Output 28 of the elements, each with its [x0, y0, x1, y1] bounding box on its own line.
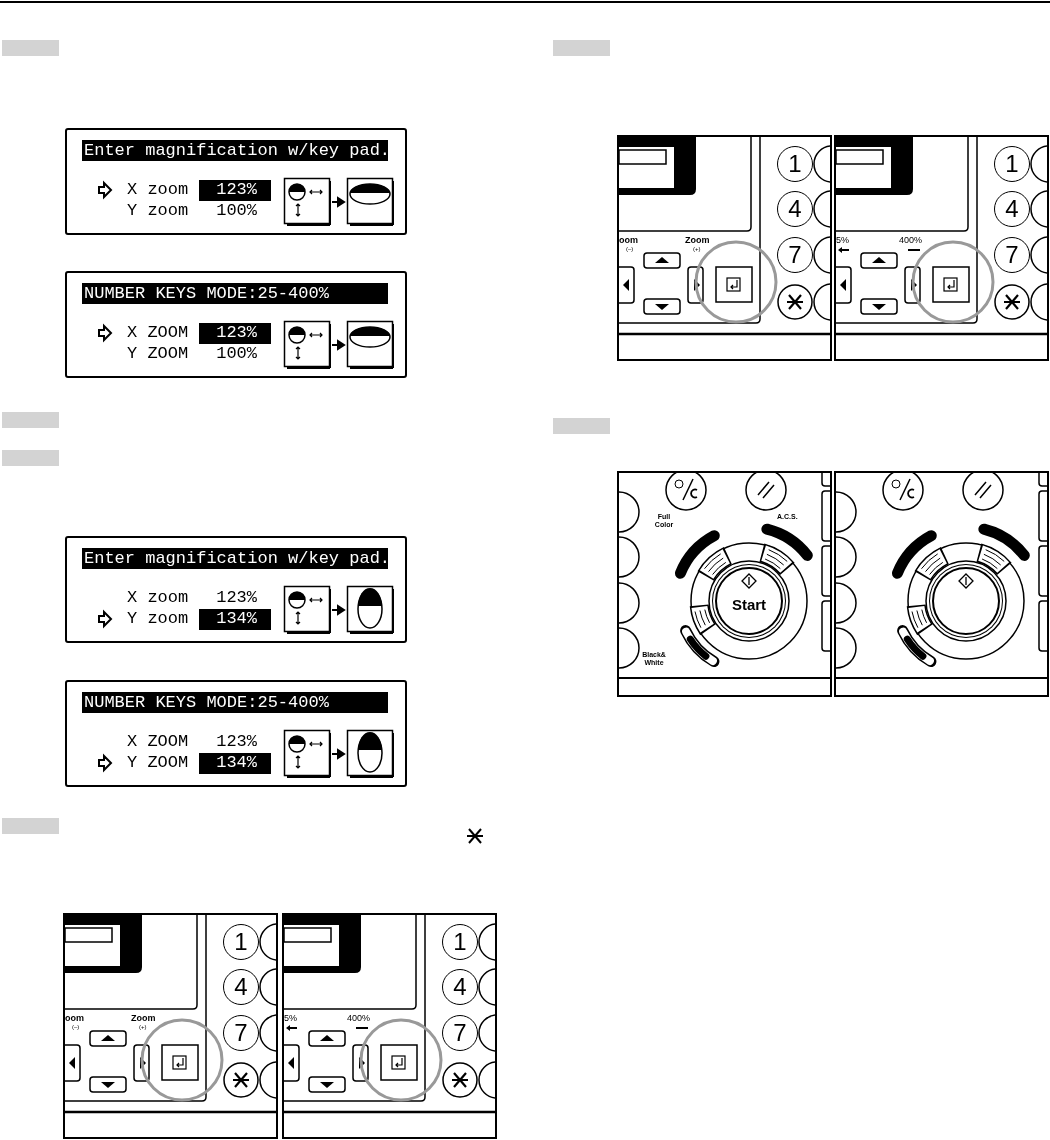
selected-value: 134%	[199, 609, 271, 630]
zoom-axis-label: Y ZOOM	[127, 753, 189, 773]
zoom-axis-label: Y zoom	[127, 609, 189, 629]
key-label: Zoom	[685, 235, 710, 245]
key-label: oom	[619, 235, 638, 245]
key-label: 5%	[836, 235, 849, 245]
zoom-value: 123%	[215, 588, 258, 609]
screen-message: NUMBER KEYS MODE:25-400%	[82, 283, 388, 304]
zoom-axis-label: X zoom	[127, 588, 189, 608]
screen-message: Enter magnification w/key pad.	[82, 140, 388, 161]
zoom-value: 100%	[215, 201, 258, 222]
key-label: 400%	[347, 1013, 371, 1023]
selected-value: 134%	[199, 753, 271, 774]
screen-message: NUMBER KEYS MODE:25-400%	[82, 692, 388, 713]
key-label: Zoom	[131, 1013, 156, 1023]
key-label: 5%	[284, 1013, 297, 1023]
selected-value: 123%	[199, 323, 271, 344]
zoom-value: 100%	[215, 344, 258, 365]
zoom-axis-label: X zoom	[127, 180, 189, 200]
key-label: oom	[65, 1013, 84, 1023]
zoom-value: 123%	[215, 732, 258, 753]
selected-value: 123%	[199, 180, 271, 201]
zoom-axis-label: Y ZOOM	[127, 344, 189, 364]
zoom-axis-label: X ZOOM	[127, 323, 189, 343]
zoom-axis-label: Y zoom	[127, 201, 189, 221]
zoom-axis-label: X ZOOM	[127, 732, 189, 752]
screen-message: Enter magnification w/key pad.	[82, 548, 388, 569]
key-label: 400%	[899, 235, 923, 245]
